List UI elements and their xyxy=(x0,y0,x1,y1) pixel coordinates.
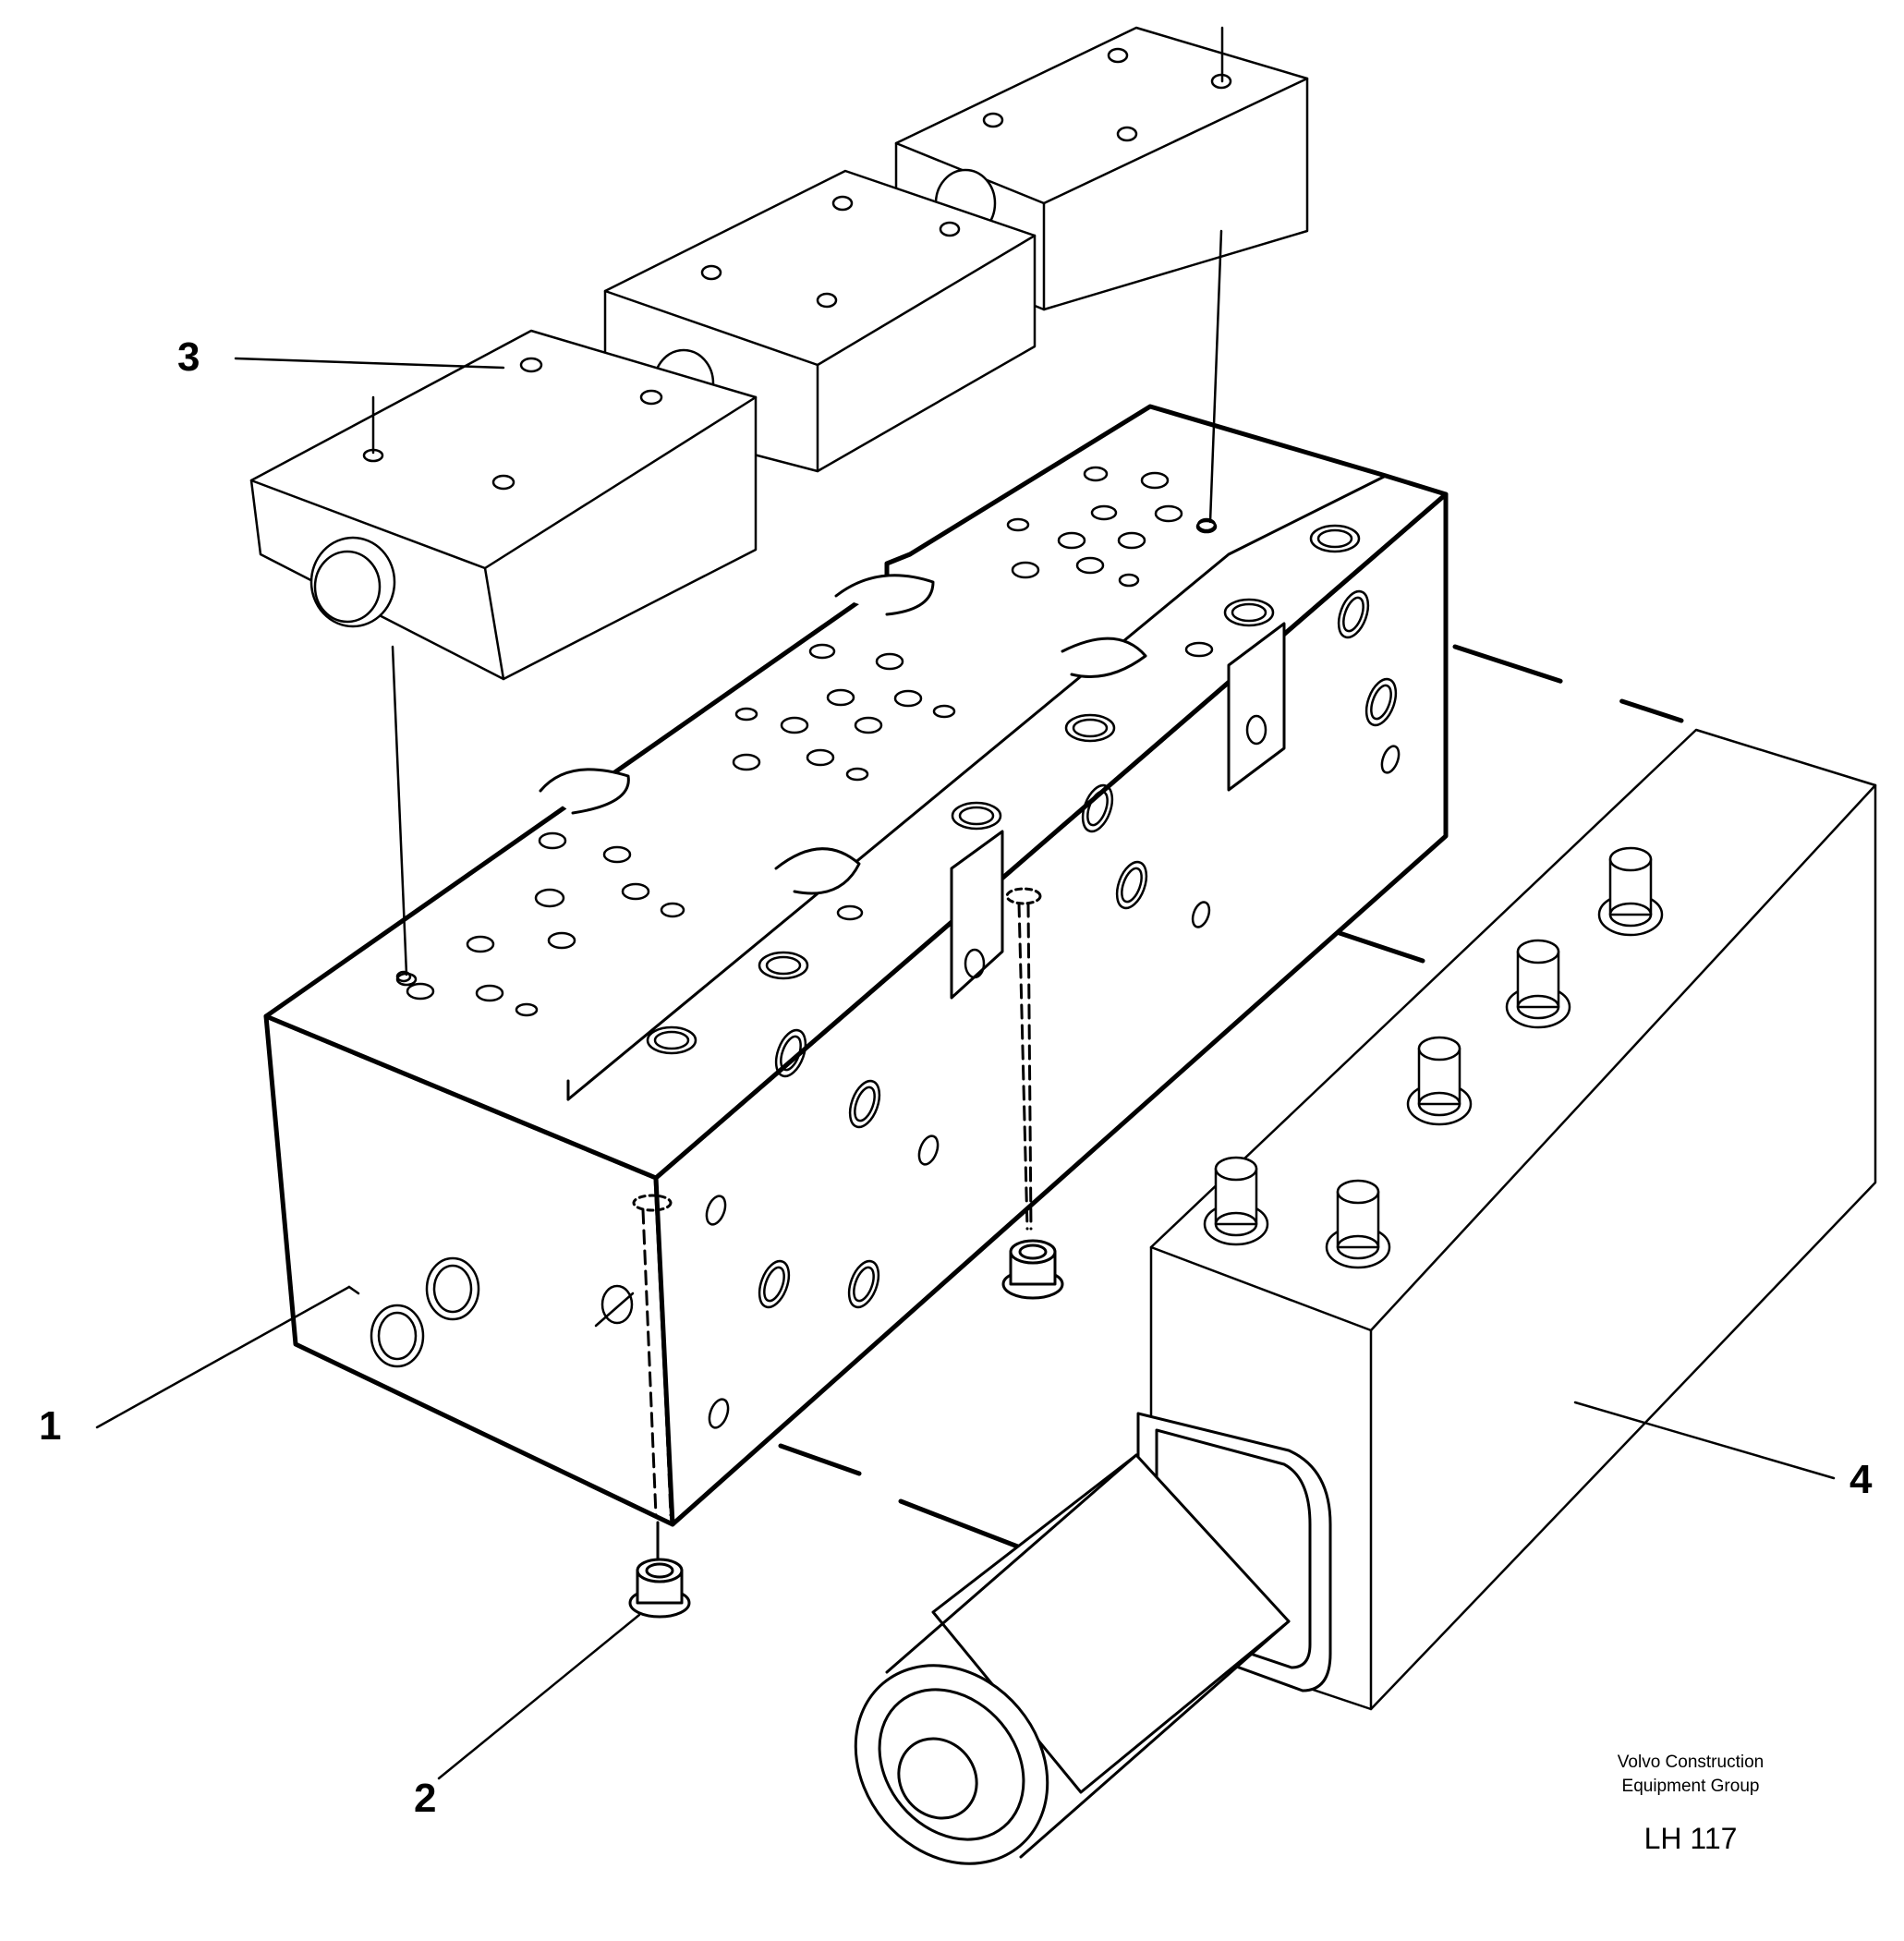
side-ports xyxy=(705,589,1401,1429)
plug-part-2 xyxy=(437,1239,1064,1780)
callout-label-1: 1 xyxy=(39,1403,62,1449)
boss-top-row xyxy=(1203,846,1664,1269)
cylinder-block-part-4 xyxy=(778,644,1877,1865)
callout-label-3: 3 xyxy=(177,334,200,380)
leader-line-1 xyxy=(95,1285,351,1429)
front-ports xyxy=(347,1256,635,1368)
threaded-ports xyxy=(646,524,1361,1055)
piston-rod xyxy=(854,1412,1332,1865)
publisher-credit: Volvo Construction Equipment Group LH 11… xyxy=(1515,1751,1866,1856)
drawing-code: LH 117 xyxy=(1643,1822,1738,1856)
callout-label-2: 2 xyxy=(414,1776,437,1821)
hidden-bores xyxy=(632,887,1042,1517)
publisher-name-line-2: Equipment Group xyxy=(1621,1776,1760,1796)
valve-manifold-part-1 xyxy=(95,404,1449,1527)
leader-line-3 xyxy=(234,357,505,370)
solenoid-valve-front xyxy=(234,329,758,987)
publisher-name-line-1: Volvo Construction xyxy=(1617,1753,1765,1772)
solenoid-valves-part-3 xyxy=(234,26,1309,987)
leader-line-2 xyxy=(437,1613,641,1780)
callout-label-4: 4 xyxy=(1849,1457,1873,1502)
port-holes-top xyxy=(395,466,1217,1017)
leader-line-4 xyxy=(1573,1401,1836,1480)
